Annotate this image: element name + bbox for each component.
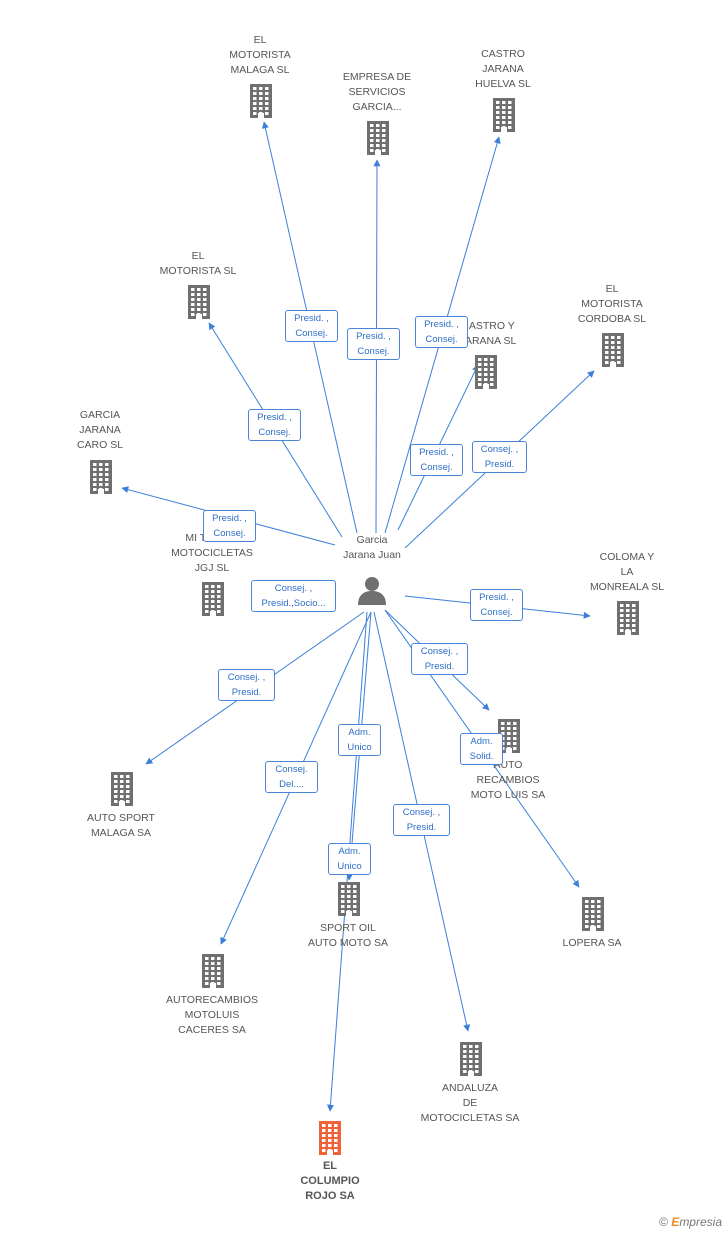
company-name: CASTRO JARANA HUELVA SL: [475, 48, 531, 90]
building-icon: [472, 355, 500, 394]
role-badge: Consej. , Presid.: [472, 441, 527, 473]
role-badge: Presid. , Consej.: [248, 409, 301, 441]
company-name: LOPERA SA: [562, 937, 622, 949]
person-icon: [358, 577, 386, 605]
person-name: Garcia Jarana Juan: [343, 534, 401, 561]
building-icon: [579, 897, 607, 936]
brand-name: mpresia: [679, 1215, 722, 1229]
role-badge: Adm. Unico: [338, 724, 381, 756]
building-icon: [599, 333, 627, 372]
building-icon: [364, 121, 392, 160]
role-badge: Presid. , Consej.: [285, 310, 338, 342]
company-name: AUTO SPORT MALAGA SA: [87, 812, 155, 839]
company-name: EL MOTORISTA CORDOBA SL: [577, 283, 647, 325]
footer-brand: © Empresia: [659, 1215, 722, 1229]
copyright-symbol: ©: [659, 1215, 668, 1229]
role-badge: Consej. , Presid.: [218, 669, 275, 701]
building-icon: [199, 582, 227, 621]
person-node[interactable]: Garcia Jarana Juan: [312, 533, 432, 613]
role-badge: Adm. Unico: [328, 843, 371, 875]
brand-initial: E: [671, 1215, 680, 1229]
role-badge: Consej. Del....: [265, 761, 318, 793]
building-icon: [614, 601, 642, 640]
role-badge: Presid. , Consej.: [415, 316, 468, 348]
building-icon: [199, 954, 227, 993]
company-name: SPORT OIL AUTO MOTO SA: [307, 922, 389, 949]
building-icon: [490, 98, 518, 137]
building-icon: [316, 1121, 344, 1160]
company-name: EL COLUMPIO ROJO SA: [300, 1160, 360, 1202]
role-badge: Presid. , Consej.: [203, 510, 256, 542]
building-icon: [335, 882, 363, 921]
company-name: GARCIA JARANA CARO SL: [76, 409, 124, 451]
building-icon: [457, 1042, 485, 1081]
building-icon: [185, 285, 213, 324]
company-name: ANDALUZA DE MOTOCICLETAS SA: [420, 1082, 520, 1124]
company-name: EMPRESA DE SERVICIOS GARCIA...: [342, 71, 412, 113]
role-badge: Consej. , Presid.,Socio...: [251, 580, 336, 612]
role-badge: Consej. , Presid.: [411, 643, 468, 675]
company-name: AUTORECAMBIOS MOTOLUIS CACERES SA: [166, 994, 258, 1036]
building-icon: [87, 460, 115, 499]
company-name: COLOMA Y LA MONREALA SL: [589, 551, 665, 593]
company-name: EL MOTORISTA SL: [159, 250, 237, 277]
role-badge: Presid. , Consej.: [410, 444, 463, 476]
company-name: CASTRO Y JARANA SL: [459, 320, 517, 347]
building-icon: [108, 772, 136, 811]
building-icon: [247, 84, 275, 123]
role-badge: Presid. , Consej.: [347, 328, 400, 360]
role-badge: Presid. , Consej.: [470, 589, 523, 621]
role-badge: Consej. , Presid.: [393, 804, 450, 836]
company-name: EL MOTORISTA MALAGA SL: [229, 34, 291, 76]
role-badge: Adm. Solid.: [460, 733, 503, 765]
